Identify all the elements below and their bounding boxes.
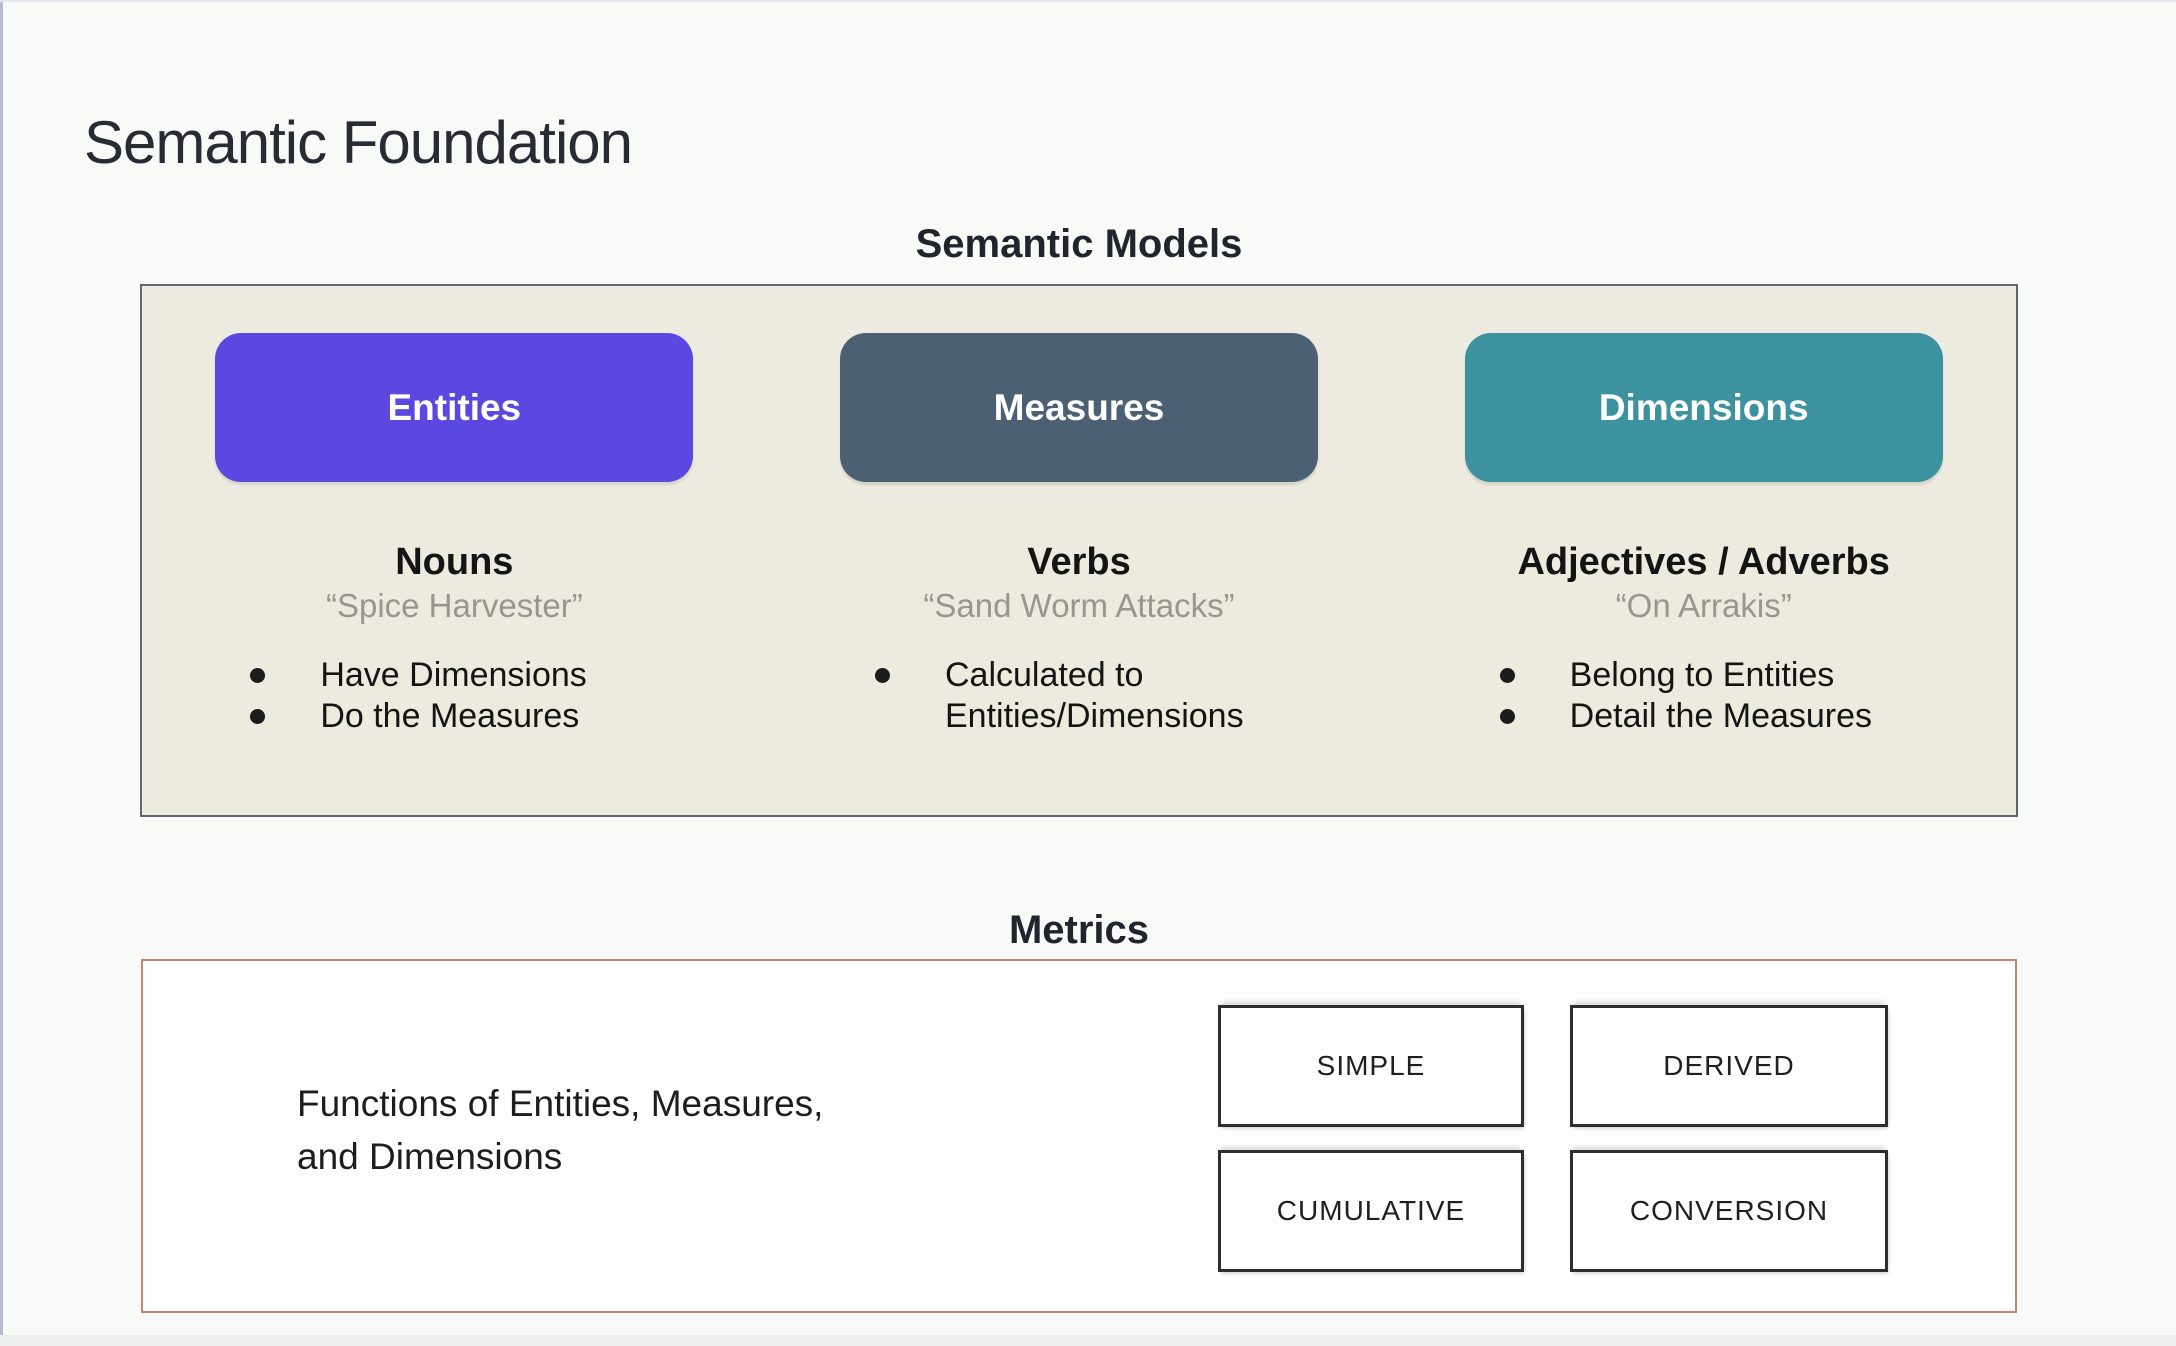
metrics-panel: Functions of Entities, Measures, and Dim…	[141, 959, 2017, 1313]
bullet-item: Calculated to Entities/Dimensions	[861, 655, 1297, 737]
metric-type-simple: SIMPLE	[1218, 1005, 1524, 1127]
metric-type-grid: SIMPLE DERIVED CUMULATIVE CONVERSION	[1218, 1005, 1888, 1272]
bullet-item: Belong to Entities	[1486, 655, 1922, 696]
metric-type-derived: DERIVED	[1570, 1005, 1888, 1127]
measures-bullet-list: Calculated to Entities/Dimensions	[861, 655, 1297, 737]
semantic-models-panel: Entities Nouns “Spice Harvester” Have Di…	[140, 284, 2018, 817]
dimensions-column: Dimensions Adjectives / Adverbs “On Arra…	[1391, 286, 2016, 815]
measures-pill: Measures	[840, 333, 1318, 482]
metric-type-conversion: CONVERSION	[1570, 1150, 1888, 1272]
entities-bullet-list: Have Dimensions Do the Measures	[236, 655, 672, 737]
bullet-item: Have Dimensions	[236, 655, 672, 696]
slide-bottom-strip	[0, 1335, 2176, 1346]
entities-part-of-speech: Nouns	[395, 541, 514, 583]
measures-example-quote: “Sand Worm Attacks”	[923, 587, 1235, 624]
metrics-description: Functions of Entities, Measures, and Dim…	[297, 1083, 824, 1177]
window-left-edge	[0, 0, 3, 1346]
window-top-edge	[0, 0, 2176, 2]
semantic-models-heading: Semantic Models	[915, 222, 1243, 266]
dimensions-example-quote: “On Arrakis”	[1615, 587, 1792, 624]
measures-part-of-speech: Verbs	[1027, 541, 1131, 583]
dimensions-part-of-speech: Adjectives / Adverbs	[1517, 541, 1890, 583]
entities-pill: Entities	[215, 333, 694, 482]
bullet-item: Detail the Measures	[1486, 696, 1922, 737]
dimensions-pill: Dimensions	[1464, 333, 1943, 482]
bullet-item: Do the Measures	[236, 696, 672, 737]
dimensions-bullet-list: Belong to Entities Detail the Measures	[1486, 655, 1922, 737]
entities-example-quote: “Spice Harvester”	[325, 587, 583, 624]
measures-column: Measures Verbs “Sand Worm Attacks” Calcu…	[767, 286, 1392, 815]
slide-title: Semantic Foundation	[84, 109, 633, 177]
metric-type-cumulative: CUMULATIVE	[1218, 1150, 1524, 1272]
entities-column: Entities Nouns “Spice Harvester” Have Di…	[142, 286, 767, 815]
metrics-heading: Metrics	[1008, 908, 1150, 952]
